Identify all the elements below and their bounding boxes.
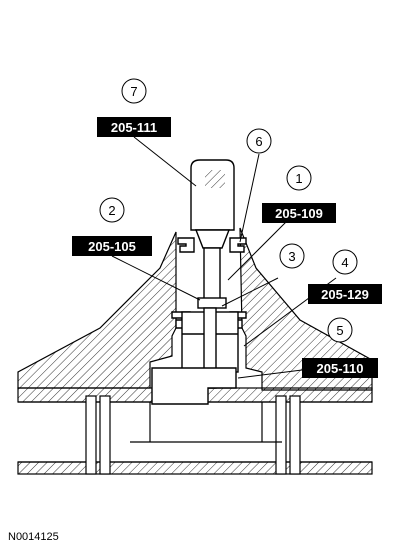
callout-3: 3 bbox=[279, 243, 305, 269]
shaft-collar bbox=[197, 297, 227, 309]
leader-6 bbox=[239, 153, 260, 243]
callout-1: 1 bbox=[286, 165, 312, 191]
leader-7 bbox=[133, 136, 197, 187]
tool-label-4: 205-129 bbox=[308, 284, 382, 304]
base-plate-lower bbox=[17, 461, 373, 475]
callout-1-number: 1 bbox=[295, 171, 302, 186]
leader-lines bbox=[111, 136, 337, 379]
tool-label-7: 205-111 bbox=[97, 117, 171, 137]
leader-5 bbox=[237, 369, 303, 379]
callout-3-number: 3 bbox=[288, 249, 295, 264]
callout-7: 7 bbox=[121, 78, 147, 104]
tool-shaft bbox=[203, 247, 221, 301]
tool-label-2: 205-105 bbox=[72, 236, 152, 256]
tool-labels: 205-111 205-109 205-105 205-129 205-110 bbox=[72, 117, 382, 378]
tool-label-5: 205-110 bbox=[302, 358, 378, 378]
tool-label-7-text: 205-111 bbox=[111, 120, 157, 135]
stud-left-a bbox=[85, 395, 97, 475]
handle-knurl bbox=[205, 170, 225, 188]
callout-6: 6 bbox=[246, 128, 272, 154]
stud-right-b bbox=[289, 395, 301, 475]
callout-5-number: 5 bbox=[336, 323, 343, 338]
upper-seal-right bbox=[229, 237, 247, 253]
callout-7-number: 7 bbox=[130, 84, 137, 99]
stud-right-a bbox=[275, 395, 287, 475]
tool-label-4-text: 205-129 bbox=[321, 287, 369, 302]
figure-id: N0014125 bbox=[8, 531, 59, 543]
tool-label-1: 205-109 bbox=[262, 203, 336, 223]
callout-4: 4 bbox=[332, 249, 358, 275]
stud-left-b bbox=[99, 395, 111, 475]
callout-4-number: 4 bbox=[341, 255, 348, 270]
upper-seal-left bbox=[177, 237, 195, 253]
base-adapter bbox=[151, 367, 237, 405]
tool-label-5-text: 205-110 bbox=[317, 361, 364, 376]
leader-2 bbox=[111, 255, 201, 301]
handle-neck bbox=[194, 229, 231, 249]
callout-6-number: 6 bbox=[255, 134, 262, 149]
leader-3 bbox=[221, 277, 279, 307]
callout-5: 5 bbox=[327, 317, 353, 343]
tool-label-1-text: 205-109 bbox=[275, 206, 323, 221]
leader-1 bbox=[227, 217, 291, 281]
tool-label-2-text: 205-105 bbox=[88, 239, 136, 254]
callout-2: 2 bbox=[99, 197, 125, 223]
tool-assembly bbox=[151, 159, 247, 405]
callout-circles: 7 6 1 2 3 4 5 bbox=[99, 78, 358, 343]
callout-2-number: 2 bbox=[108, 203, 115, 218]
